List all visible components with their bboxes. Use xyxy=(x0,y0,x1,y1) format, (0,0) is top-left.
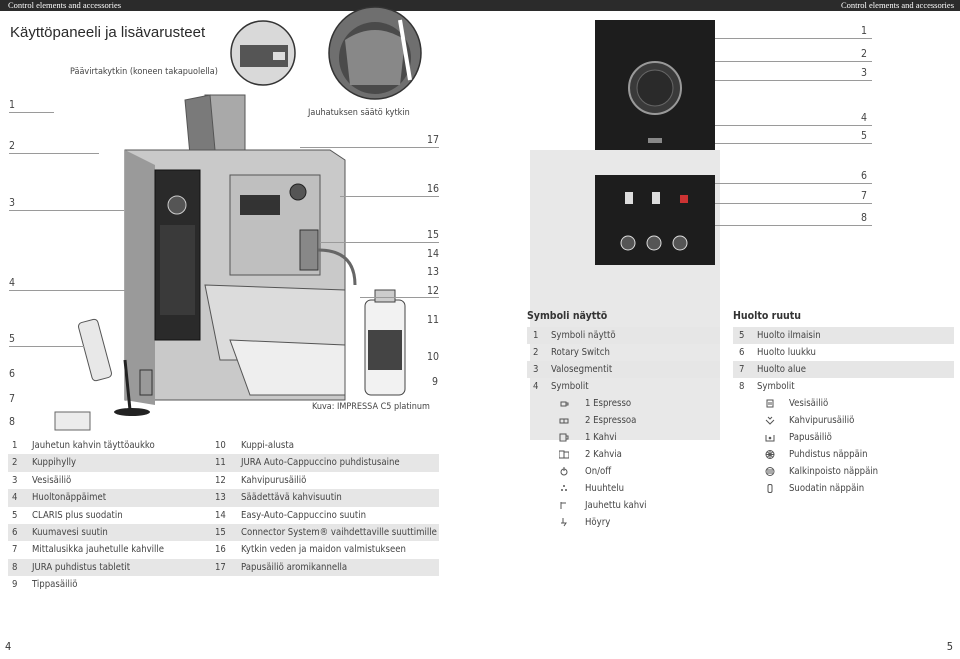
callout-r4: 4 xyxy=(861,112,868,124)
list-item: 2 Kahvia xyxy=(527,446,720,463)
list-item: 1 Kahvi xyxy=(527,429,720,446)
list-item: Kahvipurusäiliö xyxy=(733,412,954,429)
descale-icon xyxy=(765,467,775,476)
callout-14: 14 xyxy=(427,248,440,260)
coffee-machine-illustration xyxy=(54,6,720,440)
coffee-icon xyxy=(559,433,569,442)
callout-r1: 1 xyxy=(861,25,868,37)
callout-15: 15 xyxy=(427,229,440,241)
page-number-right: 5 xyxy=(946,640,953,653)
symbols-heading: Symboli näyttö xyxy=(527,310,608,322)
list-item: Huuhtelu xyxy=(527,480,720,497)
grounds-container-icon xyxy=(765,416,775,425)
rinse-icon xyxy=(561,485,567,491)
callout-9: 9 xyxy=(432,376,439,388)
callout-6: 6 xyxy=(9,368,16,380)
callout-2: 2 xyxy=(9,140,16,152)
power-switch-detail xyxy=(240,45,288,67)
maintenance-heading: Huolto ruutu xyxy=(733,310,802,322)
callout-r5: 5 xyxy=(861,130,868,142)
callout-11: 11 xyxy=(427,314,440,326)
ground-coffee-icon xyxy=(560,502,566,509)
list-item: Kalkinpoisto näppäin xyxy=(733,463,954,480)
header-left: Control elements and accessories xyxy=(8,0,122,10)
list-item: Höyry xyxy=(527,514,720,531)
list-item: Puhdistus näppäin xyxy=(733,446,954,463)
page-number-left: 4 xyxy=(5,640,12,653)
power-icon xyxy=(560,467,568,476)
grind-switch-caption: Jauhatuksen säätö kytkin xyxy=(308,108,410,118)
callout-16: 16 xyxy=(427,183,440,195)
espresso-icon xyxy=(560,401,569,407)
water-tank-icon xyxy=(766,399,774,408)
list-item: Suodatin näppäin xyxy=(733,480,954,497)
callout-r7: 7 xyxy=(861,190,868,202)
header-bar: Control elements and accessories Control… xyxy=(0,0,960,11)
callout-8: 8 xyxy=(9,416,16,428)
cleaning-icon xyxy=(765,450,775,459)
callout-4: 4 xyxy=(9,277,16,289)
maintenance-display xyxy=(595,175,715,265)
power-switch-caption: Päävirtakytkin (koneen takapuolella) xyxy=(70,67,218,77)
callout-1: 1 xyxy=(9,99,16,111)
header-right: Control elements and accessories xyxy=(840,0,954,10)
callout-17: 17 xyxy=(427,134,440,146)
callout-7: 7 xyxy=(9,393,16,405)
figure-caption: Kuva: IMPRESSA C5 platinum xyxy=(312,402,430,412)
callout-r3: 3 xyxy=(861,67,868,79)
callout-13: 13 xyxy=(427,266,440,278)
list-item: 2 Espressoa xyxy=(527,412,720,429)
list-item: 1 Espresso xyxy=(527,395,720,412)
list-item: Jauhettu kahvi xyxy=(527,497,720,514)
callout-r6: 6 xyxy=(861,170,868,182)
callout-10: 10 xyxy=(427,351,440,363)
callout-3: 3 xyxy=(9,197,16,209)
callout-r8: 8 xyxy=(861,212,868,224)
list-item: On/off xyxy=(527,463,720,480)
two-espresso-icon xyxy=(559,418,569,424)
two-coffee-icon xyxy=(559,450,569,459)
callout-r2: 2 xyxy=(861,48,868,60)
steam-icon xyxy=(561,518,567,527)
list-item: Vesisäiliö xyxy=(733,395,954,412)
list-item: Papusäiliö xyxy=(733,429,954,446)
bean-container-icon xyxy=(765,435,775,442)
page-title: Käyttöpaneeli ja lisävarusteet xyxy=(10,24,206,41)
filter-icon xyxy=(767,484,773,493)
callout-12: 12 xyxy=(427,285,440,297)
callout-5: 5 xyxy=(9,333,16,345)
